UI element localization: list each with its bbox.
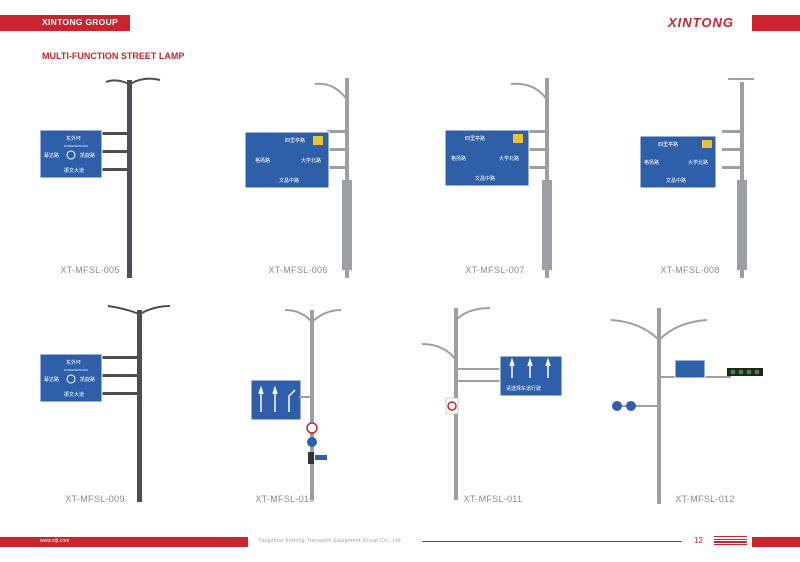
product-image-009: 东外环 DONGWAIHUAN 幕达路 凯旋路 振文大道 — [39, 305, 171, 502]
sign-006-bottom: 文昌中路 — [279, 177, 299, 184]
model-label-006: XT-MFSL-006 — [268, 265, 328, 275]
sign-005-bottom: 振文大道 — [64, 167, 84, 174]
footer-rule — [422, 541, 682, 542]
sign-009-top: 东外环 — [66, 359, 81, 366]
sign-008-left: 格扬路 — [644, 159, 659, 166]
footer-url[interactable]: www.xtjt.com — [40, 538, 70, 544]
page-number: 12 — [694, 536, 703, 545]
sign-007-top: 四里亭路 — [465, 135, 485, 142]
product-image-005: 东外环 DONGWAIHUAN 幕达路 凯旋路 振文大道 — [39, 77, 161, 278]
sign-005-top-en: DONGWAIHUAN — [64, 144, 88, 148]
product-card-007: 四里亭路 格扬路 大学北路 文昌中路 — [415, 70, 605, 310]
header-rule-right — [752, 15, 800, 31]
product-card-009: 东外环 DONGWAIHUAN 幕达路 凯旋路 振文大道 — [20, 300, 210, 540]
product-image-006: 四里亭路 格扬路 大学北路 文昌中路 — [244, 78, 352, 278]
sign-009-right: 凯旋路 — [80, 376, 95, 383]
model-label-008: XT-MFSL-008 — [660, 265, 720, 275]
product-image-010 — [250, 309, 342, 500]
model-label-007: XT-MFSL-007 — [465, 265, 525, 275]
product-card-006: 四里亭路 格扬路 大学北路 文昌中路 — [215, 70, 405, 310]
sign-011-notice: 请选择车道行驶 — [506, 385, 541, 392]
sign-006-top: 四里亭路 — [285, 137, 305, 144]
sign-009-top-en: DONGWAIHUAN — [64, 368, 88, 372]
sign-008-top: 四里亭路 — [658, 141, 678, 148]
group-label: XINTONG GROUP — [42, 17, 119, 27]
footer-bar-left — [0, 537, 248, 547]
product-card-012 — [605, 300, 795, 540]
product-card-011: 请选择车道行驶 — [410, 300, 600, 540]
product-image-011: 请选择车道行驶 — [421, 307, 563, 500]
sign-006-right: 大学北路 — [301, 157, 321, 164]
product-image-007: 四里亭路 格扬路 大学北路 文昌中路 — [444, 78, 552, 278]
sign-009-left: 幕达路 — [44, 376, 59, 383]
model-label-012: XT-MFSL-012 — [675, 494, 735, 504]
product-card-008: 四里亭路 格扬路 大学北路 文昌中路 — [610, 70, 800, 310]
footer-stripes — [714, 536, 747, 547]
model-label-010: XT-MFSL-010 — [255, 494, 315, 504]
sign-008-right: 大学北路 — [688, 159, 708, 166]
sign-009-bottom: 振文大道 — [64, 391, 84, 398]
product-card-005: 东外环 DONGWAIHUAN 幕达路 凯旋路 振文大道 — [20, 70, 210, 310]
footer-company: Yangzhou Xintong Transport Equipment Gro… — [258, 538, 403, 544]
sign-007-left: 格扬路 — [451, 155, 466, 162]
sign-008-bottom: 文昌中路 — [666, 177, 686, 184]
sign-007-bottom: 文昌中路 — [475, 175, 495, 182]
product-image-012 — [610, 308, 763, 504]
model-label-011: XT-MFSL-011 — [463, 494, 523, 504]
sign-006-left: 格扬路 — [255, 157, 270, 164]
header-group-tag — [0, 15, 130, 31]
sign-005-top: 东外环 — [66, 135, 81, 142]
model-label-009: XT-MFSL-009 — [65, 494, 125, 504]
sign-005-right: 凯旋路 — [80, 152, 95, 159]
product-card-010 — [215, 300, 405, 540]
product-image-008: 四里亭路 格扬路 大学北路 文昌中路 — [639, 78, 754, 278]
model-label-005: XT-MFSL-005 — [60, 265, 120, 275]
section-title: MULTI-FUNCTION STREET LAMP — [42, 51, 185, 61]
footer-bar-right — [752, 537, 800, 547]
sign-007-right: 大学北路 — [499, 155, 519, 162]
brand-logo: XINTONG — [668, 15, 734, 30]
sign-005-left: 幕达路 — [44, 152, 59, 159]
